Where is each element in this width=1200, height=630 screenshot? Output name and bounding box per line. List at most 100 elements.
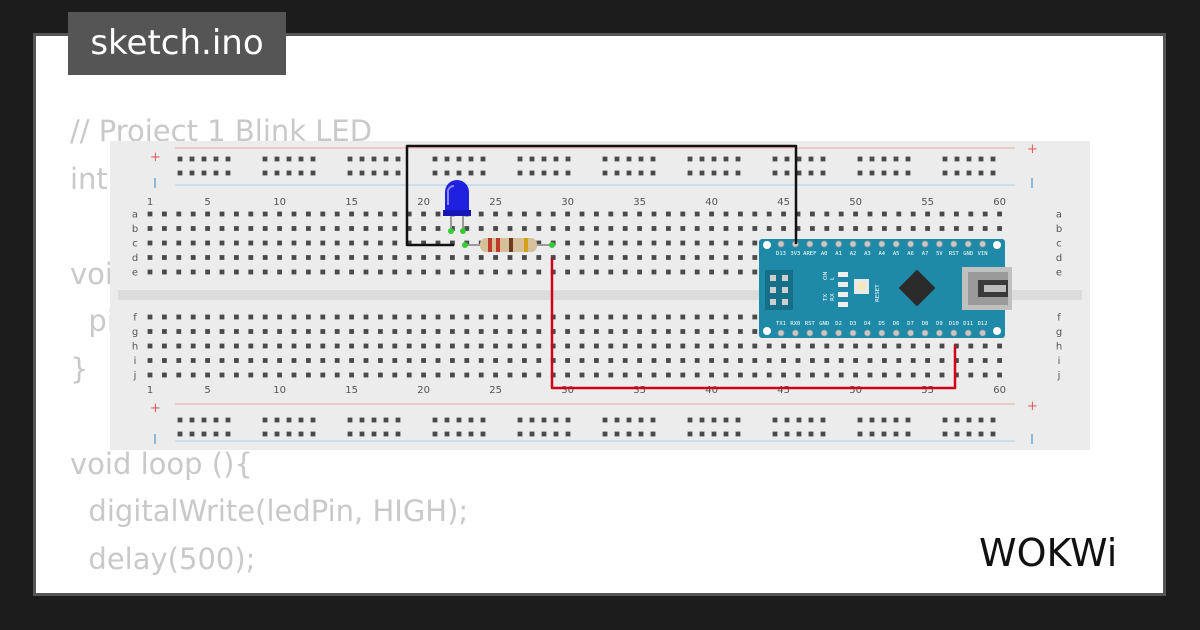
breadboard-hole[interactable] xyxy=(893,431,899,437)
breadboard-hole[interactable] xyxy=(493,211,498,217)
breadboard-hole[interactable] xyxy=(306,255,311,260)
breadboard-hole[interactable] xyxy=(896,358,902,363)
breadboard-hole[interactable] xyxy=(565,255,570,260)
breadboard-hole[interactable] xyxy=(867,372,873,378)
breadboard-hole[interactable] xyxy=(262,211,268,217)
breadboard-hole[interactable] xyxy=(493,358,498,363)
breadboard-hole[interactable] xyxy=(709,255,714,260)
breadboard-hole[interactable] xyxy=(579,343,585,349)
breadboard-hole[interactable] xyxy=(277,314,282,320)
breadboard-hole[interactable] xyxy=(766,372,772,378)
breadboard-hole[interactable] xyxy=(694,226,700,231)
breadboard-hole[interactable] xyxy=(637,269,642,275)
breadboard-hole[interactable] xyxy=(594,372,599,378)
breadboard-hole[interactable] xyxy=(213,170,219,176)
breadboard-hole[interactable] xyxy=(867,211,873,217)
breadboard-hole[interactable] xyxy=(277,255,282,260)
breadboard-hole[interactable] xyxy=(378,211,383,217)
breadboard-hole[interactable] xyxy=(723,372,729,378)
breadboard-hole[interactable] xyxy=(334,358,340,363)
breadboard-hole[interactable] xyxy=(262,255,268,260)
breadboard-hole[interactable] xyxy=(205,269,210,275)
breadboard-hole[interactable] xyxy=(738,329,743,334)
arduino-pin[interactable] xyxy=(907,329,914,337)
breadboard-hole[interactable] xyxy=(176,255,182,260)
breadboard-hole[interactable] xyxy=(421,329,426,334)
breadboard-hole[interactable] xyxy=(277,269,282,275)
breadboard-hole[interactable] xyxy=(666,240,671,246)
breadboard-hole[interactable] xyxy=(234,211,239,217)
breadboard-hole[interactable] xyxy=(359,417,365,423)
breadboard-hole[interactable] xyxy=(939,211,945,217)
breadboard-hole[interactable] xyxy=(553,170,559,176)
breadboard-hole[interactable] xyxy=(709,211,714,217)
breadboard-hole[interactable] xyxy=(579,329,585,334)
breadboard-hole[interactable] xyxy=(286,417,292,423)
breadboard-hole[interactable] xyxy=(882,226,887,231)
breadboard-hole[interactable] xyxy=(666,372,671,378)
breadboard-hole[interactable] xyxy=(334,343,340,349)
breadboard-hole[interactable] xyxy=(723,255,729,260)
breadboard-hole[interactable] xyxy=(694,343,700,349)
breadboard-hole[interactable] xyxy=(699,417,705,423)
breadboard-hole[interactable] xyxy=(450,329,455,334)
breadboard-hole[interactable] xyxy=(796,170,802,176)
breadboard-hole[interactable] xyxy=(234,255,239,260)
breadboard-hole[interactable] xyxy=(752,343,758,349)
breadboard-hole[interactable] xyxy=(517,431,523,437)
breadboard-hole[interactable] xyxy=(205,255,210,260)
breadboard-hole[interactable] xyxy=(176,358,182,363)
breadboard-hole[interactable] xyxy=(905,431,911,437)
breadboard-hole[interactable] xyxy=(565,329,570,334)
breadboard-hole[interactable] xyxy=(162,343,167,349)
breadboard-hole[interactable] xyxy=(738,269,743,275)
breadboard-hole[interactable] xyxy=(626,431,632,437)
breadboard-hole[interactable] xyxy=(286,156,292,162)
breadboard-hole[interactable] xyxy=(694,358,700,363)
breadboard-hole[interactable] xyxy=(882,358,887,363)
breadboard-hole[interactable] xyxy=(982,211,988,217)
breadboard-hole[interactable] xyxy=(359,156,365,162)
breadboard-hole[interactable] xyxy=(468,417,474,423)
breadboard-hole[interactable] xyxy=(594,343,599,349)
breadboard-hole[interactable] xyxy=(349,269,354,275)
breadboard-hole[interactable] xyxy=(176,314,182,320)
arduino-pin[interactable] xyxy=(936,240,943,248)
breadboard-hole[interactable] xyxy=(406,269,412,275)
breadboard-hole[interactable] xyxy=(565,417,571,423)
breadboard-hole[interactable] xyxy=(320,240,326,246)
breadboard-hole[interactable] xyxy=(882,372,887,378)
breadboard-hole[interactable] xyxy=(594,358,599,363)
breadboard-hole[interactable] xyxy=(638,417,644,423)
breadboard-hole[interactable] xyxy=(838,358,844,363)
arduino-pin[interactable] xyxy=(892,240,900,248)
breadboard-hole[interactable] xyxy=(939,343,945,349)
breadboard-hole[interactable] xyxy=(189,431,195,437)
breadboard-hole[interactable] xyxy=(225,170,231,176)
breadboard-hole[interactable] xyxy=(723,329,729,334)
breadboard-hole[interactable] xyxy=(709,343,714,349)
breadboard-hole[interactable] xyxy=(225,417,231,423)
breadboard-hole[interactable] xyxy=(320,269,326,275)
breadboard-hole[interactable] xyxy=(738,314,743,320)
breadboard-hole[interactable] xyxy=(637,372,642,378)
breadboard-hole[interactable] xyxy=(781,211,786,217)
breadboard-hole[interactable] xyxy=(553,431,559,437)
breadboard-hole[interactable] xyxy=(651,269,657,275)
reset-button-cap[interactable] xyxy=(857,282,866,291)
breadboard-hole[interactable] xyxy=(450,269,455,275)
breadboard-hole[interactable] xyxy=(378,343,383,349)
breadboard-hole[interactable] xyxy=(795,211,801,217)
breadboard-hole[interactable] xyxy=(711,431,717,437)
arduino-pin[interactable] xyxy=(878,240,886,248)
breadboard-hole[interactable] xyxy=(320,372,326,378)
breadboard-hole[interactable] xyxy=(162,329,167,334)
breadboard-hole[interactable] xyxy=(274,170,280,176)
breadboard-hole[interactable] xyxy=(882,211,887,217)
breadboard-hole[interactable] xyxy=(602,431,608,437)
breadboard-hole[interactable] xyxy=(637,211,642,217)
breadboard-hole[interactable] xyxy=(925,372,930,378)
breadboard-hole[interactable] xyxy=(810,226,815,231)
breadboard-hole[interactable] xyxy=(444,417,450,423)
breadboard-hole[interactable] xyxy=(650,156,656,162)
